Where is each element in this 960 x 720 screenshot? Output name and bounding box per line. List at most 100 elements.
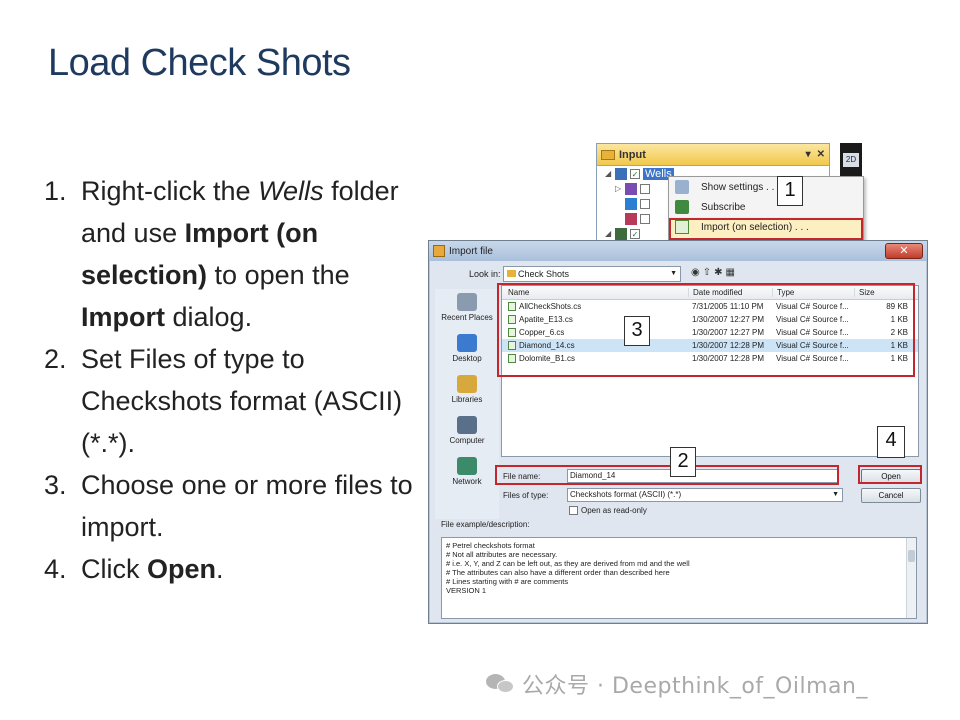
dialog-close-button[interactable]: ✕ bbox=[885, 243, 923, 259]
tree-row[interactable] bbox=[597, 211, 829, 226]
step-number: 2. bbox=[44, 344, 67, 374]
column-header-type[interactable]: Type bbox=[772, 288, 854, 297]
step-text-part: Import bbox=[81, 302, 165, 332]
dialog-titlebar: Import file ✕ bbox=[429, 241, 927, 261]
step-text-part: Open bbox=[147, 554, 217, 584]
tree-row-wells[interactable]: ◢ ✓ Wells bbox=[597, 166, 829, 181]
view-menu-icon[interactable]: ▦ bbox=[725, 267, 738, 278]
watermark: 公众号 · Deepthink_of_Oilman_ bbox=[486, 668, 868, 700]
new-folder-icon[interactable]: ✱ bbox=[714, 267, 726, 278]
up-folder-icon[interactable]: ⇧ bbox=[702, 267, 715, 278]
context-menu: Show settings . . . Subscribe Import (on… bbox=[668, 176, 864, 242]
file-size-cell: 89 KB bbox=[886, 302, 908, 311]
column-header-date[interactable]: Date modified bbox=[688, 288, 772, 297]
callout-1: 1 bbox=[777, 176, 803, 206]
xyz-icon bbox=[615, 227, 627, 240]
place-recent-places[interactable]: Recent Places bbox=[435, 289, 499, 330]
desktop-icon bbox=[457, 334, 477, 352]
csharp-file-icon bbox=[508, 328, 516, 337]
description-label: File example/description: bbox=[441, 520, 530, 529]
step-text: Click Open. bbox=[81, 548, 424, 590]
place-computer[interactable]: Computer bbox=[435, 412, 499, 453]
place-label: Network bbox=[452, 477, 482, 486]
expand-arrow-icon[interactable]: ◢ bbox=[605, 229, 612, 238]
step-text-part: Click bbox=[81, 554, 147, 584]
wechat-icon bbox=[486, 672, 516, 696]
step-text: Set Files of type to Checkshots format (… bbox=[81, 338, 424, 464]
description-line: # Not all attributes are necessary. bbox=[446, 550, 558, 559]
file-name-text: AllCheckShots.cs bbox=[519, 302, 582, 311]
dialog-app-icon bbox=[433, 245, 445, 257]
step-text: Right-click the Wells folder and use Imp… bbox=[81, 170, 424, 338]
folder-icon bbox=[601, 149, 615, 160]
wells-label[interactable]: Wells bbox=[643, 167, 674, 180]
step-text-part: folder and use bbox=[81, 176, 399, 248]
input-panel-title: Input bbox=[619, 148, 646, 161]
menu-item-import-on-selection[interactable]: Import (on selection) . . . bbox=[669, 217, 863, 237]
file-type-select[interactable]: Checkshots format (ASCII) (*.*) ▼ bbox=[567, 488, 843, 502]
file-size-cell: 1 KB bbox=[890, 315, 908, 324]
import-file-dialog: Import file ✕ Look in: Check Shots ▼ ◉⇧✱… bbox=[428, 240, 928, 624]
menu-item-subscribe[interactable]: Subscribe bbox=[669, 197, 863, 217]
read-only-checkbox[interactable] bbox=[569, 506, 578, 515]
file-name-text: Diamond_14.cs bbox=[519, 341, 575, 350]
highlight-open-button bbox=[858, 465, 922, 484]
step-text-part: Choose one or more files to import. bbox=[81, 470, 413, 542]
menu-item-show-settings[interactable]: Show settings . . . bbox=[669, 177, 863, 197]
csharp-file-icon bbox=[508, 341, 516, 350]
checkbox[interactable] bbox=[640, 183, 650, 194]
subscribe-icon bbox=[675, 200, 689, 214]
csharp-file-icon bbox=[508, 315, 516, 324]
file-name-text: Apatite_E13.cs bbox=[519, 315, 573, 324]
checkbox[interactable] bbox=[640, 198, 650, 209]
file-size-cell: 1 KB bbox=[890, 341, 908, 350]
file-list-header: Name Date modified Type Size bbox=[502, 286, 918, 300]
step-item: 1.Right-click the Wells folder and use I… bbox=[44, 170, 424, 338]
tab-2d[interactable]: 2D bbox=[843, 153, 859, 167]
expand-arrow-icon[interactable]: ▷ bbox=[615, 184, 622, 193]
column-header-size[interactable]: Size bbox=[854, 288, 914, 297]
step-item: 4.Click Open. bbox=[44, 548, 424, 590]
tree-row[interactable] bbox=[597, 196, 829, 211]
cancel-button[interactable]: Cancel bbox=[861, 488, 921, 503]
tree-row[interactable]: ▷ bbox=[597, 181, 829, 196]
checkbox[interactable]: ✓ bbox=[630, 228, 640, 239]
chevron-down-icon: ▼ bbox=[670, 270, 677, 277]
file-size-cell: 2 KB bbox=[890, 328, 908, 337]
step-text-part: Wells bbox=[258, 176, 324, 206]
place-network[interactable]: Network bbox=[435, 453, 499, 494]
description-scrollbar[interactable] bbox=[906, 538, 916, 618]
place-label: Recent Places bbox=[441, 313, 493, 322]
look-in-dropdown[interactable]: Check Shots ▼ bbox=[503, 266, 681, 282]
file-name-cell: Dolomite_B1.cs bbox=[502, 354, 688, 363]
highlight-file-name bbox=[495, 465, 839, 485]
back-icon[interactable]: ◉ bbox=[691, 267, 703, 278]
step-item: 2. Set Files of type to Checkshots format… bbox=[44, 338, 424, 464]
file-name-cell: Apatite_E13.cs bbox=[502, 315, 688, 324]
well-tops-icon bbox=[625, 182, 637, 195]
highlight-import-menu bbox=[669, 218, 863, 240]
file-type-cell: Visual C# Source f... bbox=[776, 302, 849, 311]
place-desktop[interactable]: Desktop bbox=[435, 330, 499, 371]
close-icon[interactable]: ✕ bbox=[816, 149, 825, 160]
read-only-option[interactable]: Open as read-only bbox=[569, 506, 647, 515]
pin-dropdown-icon[interactable]: ▾ bbox=[805, 149, 811, 160]
place-libraries[interactable]: Libraries bbox=[435, 371, 499, 412]
tree-row[interactable]: ◢ ✓ bbox=[597, 226, 829, 241]
file-date-cell: 1/30/2007 12:27 PM bbox=[692, 315, 765, 324]
expand-arrow-icon[interactable]: ◢ bbox=[605, 169, 612, 178]
place-label: Computer bbox=[449, 436, 485, 445]
checkbox[interactable] bbox=[640, 213, 650, 224]
checkbox-wells[interactable]: ✓ bbox=[630, 168, 640, 179]
wells-folder-icon bbox=[615, 167, 627, 180]
column-header-name[interactable]: Name bbox=[508, 288, 530, 297]
file-date-cell: 1/30/2007 12:28 PM bbox=[692, 341, 765, 350]
place-label: Desktop bbox=[452, 354, 482, 363]
description-box[interactable]: # Petrel checkshots format# Not all attr… bbox=[441, 537, 917, 619]
